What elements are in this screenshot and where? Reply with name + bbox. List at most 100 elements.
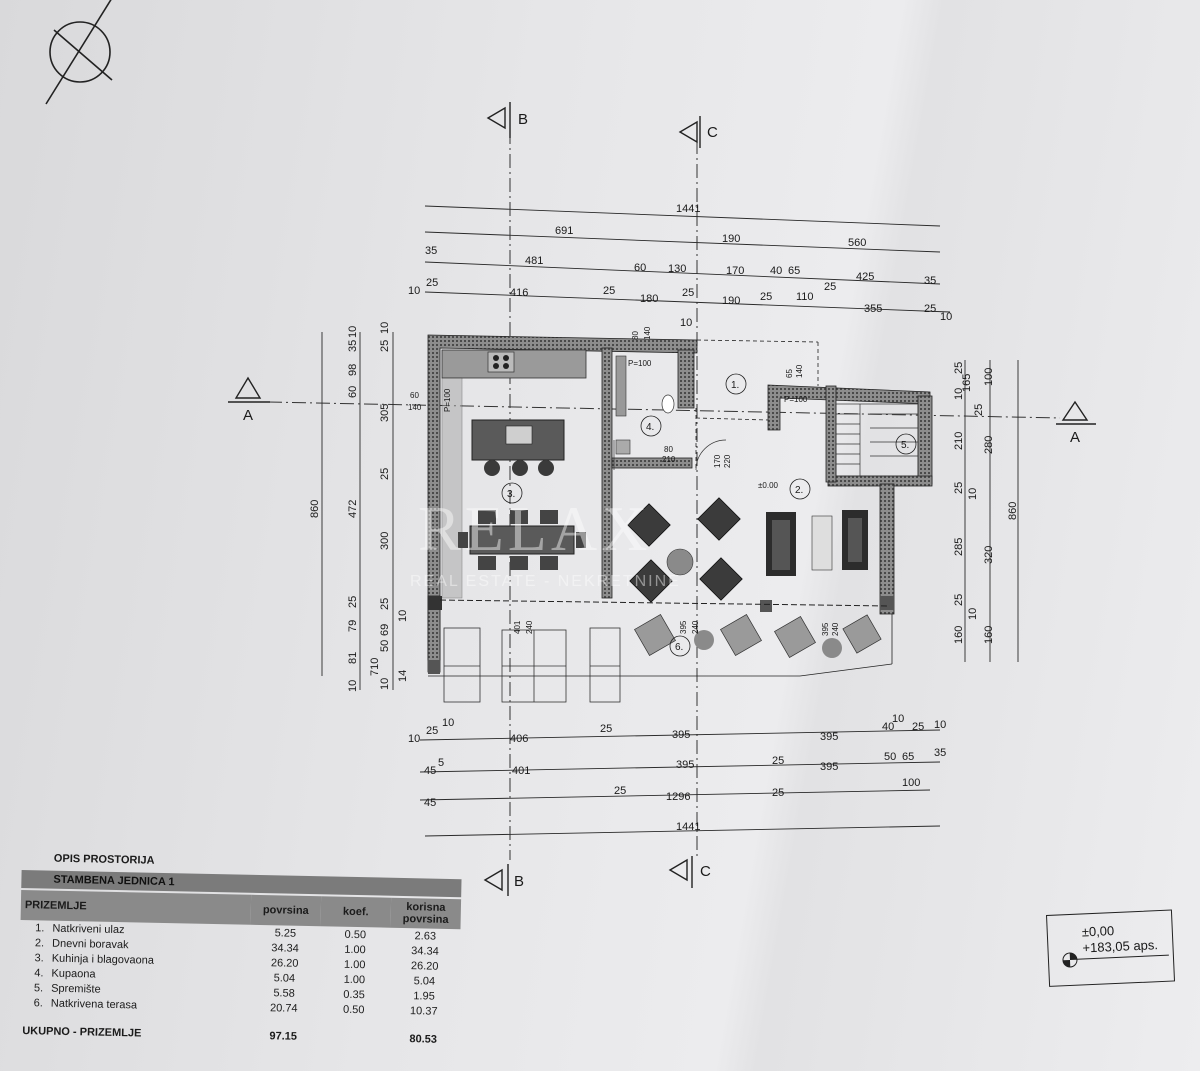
level-marker-icon	[1062, 952, 1078, 968]
col-useful-header: korisna povrsina	[390, 897, 462, 930]
elevation-relative: ±0,00	[1081, 923, 1115, 940]
room-number-4: 4.	[646, 422, 654, 433]
dim-top-row4-8: 110	[796, 291, 814, 303]
room-number-3: 3.	[507, 489, 515, 500]
dim-top-row2-2: 560	[848, 237, 866, 249]
dim-left-mid-9: 79	[347, 620, 359, 632]
row-coef: 0.35	[343, 988, 365, 1001]
dim-left-inner-8: 10	[397, 610, 409, 622]
total-area: 97.15	[269, 1029, 298, 1043]
dim-left-inner-1: 25	[379, 340, 391, 352]
room-number-6: 6.	[675, 642, 683, 653]
dim-bot-overall: 1441	[676, 821, 700, 833]
dim-bot-row3-1: 25	[772, 787, 784, 799]
total-useful: 80.53	[409, 1032, 438, 1046]
elevation-absolute: +183,05 aps.	[1082, 937, 1159, 956]
dim-top-row3-8: 35	[924, 275, 936, 287]
lbl-i8: 170	[713, 454, 722, 468]
dim-top-row4-2: 416	[510, 287, 528, 299]
lbl-i13: P=100	[784, 395, 808, 404]
furniture	[441, 349, 919, 703]
dim-left-mid-10: 81	[347, 652, 359, 664]
dim-top-row4-5: 25	[682, 287, 694, 299]
dim-top-row2-1: 190	[722, 233, 740, 245]
col-coef-header: koef.	[320, 896, 392, 928]
lbl-i5: P=100	[443, 388, 452, 412]
row-useful: 1.95	[413, 989, 435, 1003]
watermark-main: RELAX	[418, 493, 651, 564]
dim-right-inner-8: 10	[967, 608, 979, 620]
dim-bot-row2-8: 35	[934, 747, 946, 759]
dim-top-row3-0: 35	[425, 245, 437, 257]
dim-bot-row2-3: 395	[676, 759, 694, 771]
dim-left-mid-4: 305	[379, 404, 391, 422]
dim-right-inner-0: 10	[953, 388, 965, 400]
row-useful: 2.63	[414, 929, 437, 943]
lbl-i0: 80	[631, 331, 640, 340]
row-useful: 5.04	[413, 974, 436, 988]
dim-left-inner-4: 50	[379, 640, 391, 652]
dim-left-mid-8: 25	[347, 596, 359, 608]
dim-right-mid-0: 100	[983, 368, 995, 386]
dim-right-mid-2: 320	[983, 546, 995, 564]
dimension-lines	[321, 205, 1019, 837]
north-arrow-icon	[45, 0, 113, 105]
room-schedule: OPIS PROSTORIJA STAMBENA JEDNICA 1 PRIZE…	[18, 852, 462, 1047]
row-num: 5.	[33, 981, 44, 994]
section-label-b-top: B	[518, 111, 528, 128]
col-area-header: povrsina	[250, 894, 322, 927]
dim-top-row3-3: 130	[668, 263, 686, 275]
dim-top-row3-1: 481	[525, 255, 543, 267]
dim-right-outer: 860	[1007, 502, 1019, 520]
lbl-i17: 240	[691, 620, 700, 634]
row-area: 34.34	[271, 941, 299, 955]
lbl-i11: 65	[785, 369, 794, 378]
dim-top-row4-3: 25	[603, 285, 615, 297]
dim-bot-row2-6: 50	[884, 751, 896, 763]
schedule-table: PRIZEMLJE povrsina koef. korisna povrsin…	[18, 889, 462, 1047]
lbl-i15: 240	[525, 620, 534, 634]
dim-left-mid-6: 472	[347, 500, 359, 518]
lbl-i10: ±0.00	[758, 481, 779, 490]
dim-bot-row2-5: 395	[820, 761, 838, 773]
dim-bot-row1-4: 25	[600, 723, 612, 735]
dim-bot-row1-7: 40	[882, 721, 894, 733]
dim-right-inner-1: 25	[953, 362, 965, 374]
room-number-1: 1.	[731, 380, 739, 391]
row-num: 3.	[34, 951, 44, 964]
lbl-i6: 80	[664, 445, 673, 454]
dim-left-outer: 860	[309, 500, 321, 518]
dim-top-row4-0: 10	[408, 285, 420, 297]
dim-bot-row2-7: 65	[902, 751, 914, 763]
dim-top-row3-4: 170	[726, 265, 744, 277]
row-useful: 26.20	[410, 959, 439, 973]
row-area: 5.04	[273, 971, 296, 985]
dim-top-row3-5: 40	[770, 265, 782, 277]
dim-right-mid-1: 280	[983, 436, 995, 454]
dim-top-row4-13: 10	[940, 311, 952, 323]
lbl-i4: 140	[408, 403, 422, 412]
section-label-a-left: A	[243, 407, 253, 424]
section-label-c-bottom: C	[700, 863, 711, 880]
dim-left-inner-7: 14	[397, 670, 409, 682]
dim-left-mid-1: 35	[347, 340, 359, 352]
dim-left-inner-3: 69	[379, 624, 391, 636]
dim-bot-row3-2: 100	[902, 777, 920, 789]
section-label-b-bottom: B	[514, 873, 524, 890]
lbl-i16: 395	[679, 620, 688, 634]
dim-bot-row1-1: 25	[426, 725, 438, 737]
schedule-section: PRIZEMLJE	[20, 889, 252, 925]
dim-bot-row3-0: 25	[614, 785, 626, 797]
dim-top-row2-0: 691	[555, 225, 573, 237]
dim-bot-row1-5: 395	[672, 729, 690, 741]
row-coef: 0.50	[342, 1003, 365, 1016]
dim-bot-row4-1: 1296	[666, 791, 690, 803]
dim-right-mid-3: 160	[983, 626, 995, 644]
dim-right-inner-9: 160	[953, 626, 965, 644]
dim-left-inner-5: 710	[369, 658, 381, 676]
dim-top-row4-9: 25	[824, 281, 836, 293]
section-markers	[228, 102, 1096, 896]
room-number-5: 5.	[901, 440, 909, 451]
